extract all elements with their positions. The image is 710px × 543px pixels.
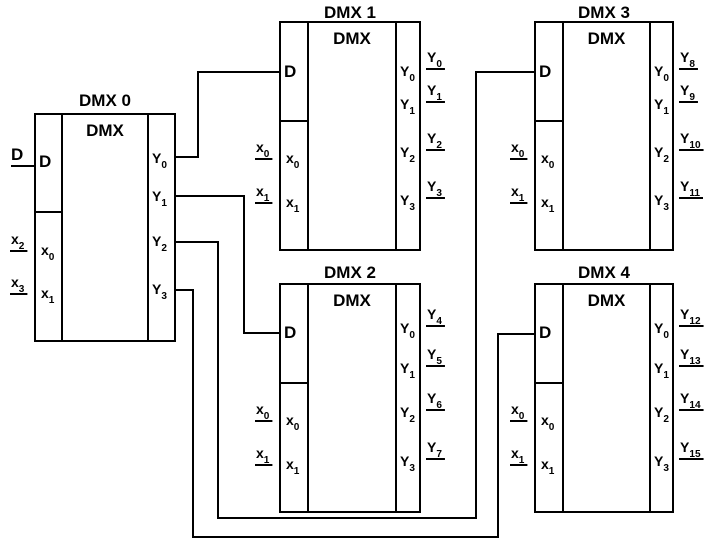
select-input-1: x1	[286, 456, 300, 477]
output-pin-1: Y1	[400, 360, 415, 381]
data-input-label: D	[284, 62, 296, 81]
wire-y3-to-dmx4	[175, 289, 535, 538]
external-output-2: Y14	[680, 390, 701, 411]
output-pin-0: Y0	[654, 320, 669, 341]
output-pin-2: Y2	[654, 404, 669, 425]
external-data-label: D	[11, 145, 23, 164]
external-output-2: Y10	[680, 130, 701, 151]
block-frame	[279, 21, 421, 251]
wire-y0-to-dmx1	[175, 71, 280, 158]
external-output-2: Y6	[427, 390, 442, 411]
data-input-label: D	[39, 152, 51, 171]
select-input-1: x1	[541, 194, 555, 215]
select-input-1: x1	[541, 456, 555, 477]
block-header: DMX	[86, 121, 124, 140]
external-select-0: x0	[256, 139, 270, 160]
select-input-0: x0	[286, 412, 300, 433]
external-output-3: Y15	[680, 439, 701, 460]
external-output-0: Y0	[427, 49, 442, 70]
external-select-1: x1	[256, 445, 270, 466]
output-pin-3: Y3	[400, 192, 415, 213]
external-select-0: x0	[511, 139, 525, 160]
external-output-0: Y8	[680, 49, 695, 70]
select-input-0: x0	[286, 150, 300, 171]
external-select-1: x1	[511, 445, 525, 466]
output-pin-1: Y1	[654, 360, 669, 381]
external-output-3: Y7	[427, 439, 442, 460]
output-pin-1: Y1	[152, 188, 167, 209]
select-input-0: x0	[541, 150, 555, 171]
external-select-1: x3	[11, 274, 25, 295]
wire-y1-to-dmx2	[175, 195, 280, 334]
select-input-0: x0	[41, 242, 55, 263]
output-pin-2: Y2	[400, 404, 415, 425]
output-pin-0: Y0	[400, 63, 415, 84]
output-pin-1: Y1	[400, 96, 415, 117]
external-select-1: x1	[511, 183, 525, 204]
output-pin-1: Y1	[654, 96, 669, 117]
block-header: DMX	[333, 29, 371, 48]
block-title: DMX 1	[324, 3, 376, 22]
output-pin-0: Y0	[400, 320, 415, 341]
data-input-label: D	[284, 323, 296, 342]
external-output-1: Y13	[680, 346, 701, 367]
block-frame	[534, 283, 674, 513]
block-header: DMX	[588, 29, 626, 48]
block-title: DMX 4	[578, 263, 631, 282]
output-pin-2: Y2	[152, 233, 167, 254]
external-output-3: Y3	[427, 178, 442, 199]
block-title: DMX 2	[324, 263, 376, 282]
external-output-1: Y9	[680, 82, 695, 103]
block-frame	[534, 21, 674, 251]
external-select-0: x2	[11, 231, 25, 252]
output-pin-2: Y2	[654, 144, 669, 165]
select-input-1: x1	[286, 194, 300, 215]
block-frame	[279, 283, 421, 513]
external-select-0: x0	[256, 401, 270, 422]
external-output-0: Y12	[680, 306, 701, 327]
dmx0-data-input: D	[11, 145, 35, 167]
output-pin-0: Y0	[152, 150, 167, 171]
block-header: DMX	[333, 291, 371, 310]
external-output-2: Y2	[427, 130, 442, 151]
wire-y2-to-dmx3	[175, 71, 535, 519]
output-pin-0: Y0	[654, 63, 669, 84]
output-pin-3: Y3	[152, 281, 167, 302]
block-title: DMX 3	[578, 3, 630, 22]
external-select-1: x1	[256, 183, 270, 204]
block-title: DMX 0	[79, 91, 131, 110]
block-header: DMX	[588, 291, 626, 310]
external-output-1: Y5	[427, 346, 442, 367]
external-output-1: Y1	[427, 82, 442, 103]
data-input-label: D	[539, 62, 551, 81]
external-select-0: x0	[511, 401, 525, 422]
output-pin-3: Y3	[400, 453, 415, 474]
output-pin-2: Y2	[400, 144, 415, 165]
output-pin-3: Y3	[654, 192, 669, 213]
block-frame	[34, 113, 176, 342]
data-input-label: D	[539, 323, 551, 342]
select-input-1: x1	[41, 285, 55, 306]
select-input-0: x0	[541, 412, 555, 433]
external-output-0: Y4	[427, 306, 442, 327]
external-output-3: Y11	[680, 178, 700, 199]
output-pin-3: Y3	[654, 453, 669, 474]
